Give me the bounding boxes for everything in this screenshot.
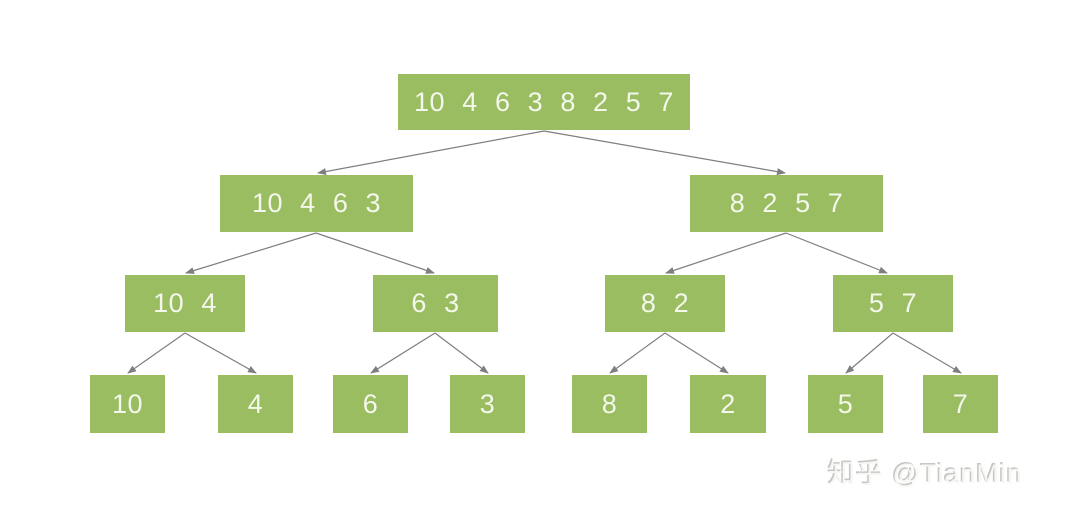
tree-leaf-1: 4: [218, 375, 293, 433]
tree-leaf-3: 3: [450, 375, 525, 433]
tree-node-l2-right: 8 2 5 7: [690, 175, 883, 232]
zhihu-watermark: 知乎 @TianMin: [828, 459, 1023, 489]
tree-node-l3-3: 5 7: [833, 275, 953, 332]
tree-leaf-4: 8: [572, 375, 647, 433]
tree-node-l3-1: 6 3: [373, 275, 498, 332]
tree-node-l3-2: 8 2: [605, 275, 725, 332]
tree-leaf-7: 7: [923, 375, 998, 433]
tree-leaf-2: 6: [333, 375, 408, 433]
tree-leaf-5: 2: [690, 375, 766, 433]
tree-node-l2-left: 10 4 6 3: [220, 175, 413, 232]
tree-node-root: 10 4 6 3 8 2 5 7: [398, 74, 690, 130]
tree-node-l3-0: 10 4: [125, 275, 245, 332]
tree-leaf-0: 10: [90, 375, 165, 433]
tree-leaf-6: 5: [808, 375, 883, 433]
